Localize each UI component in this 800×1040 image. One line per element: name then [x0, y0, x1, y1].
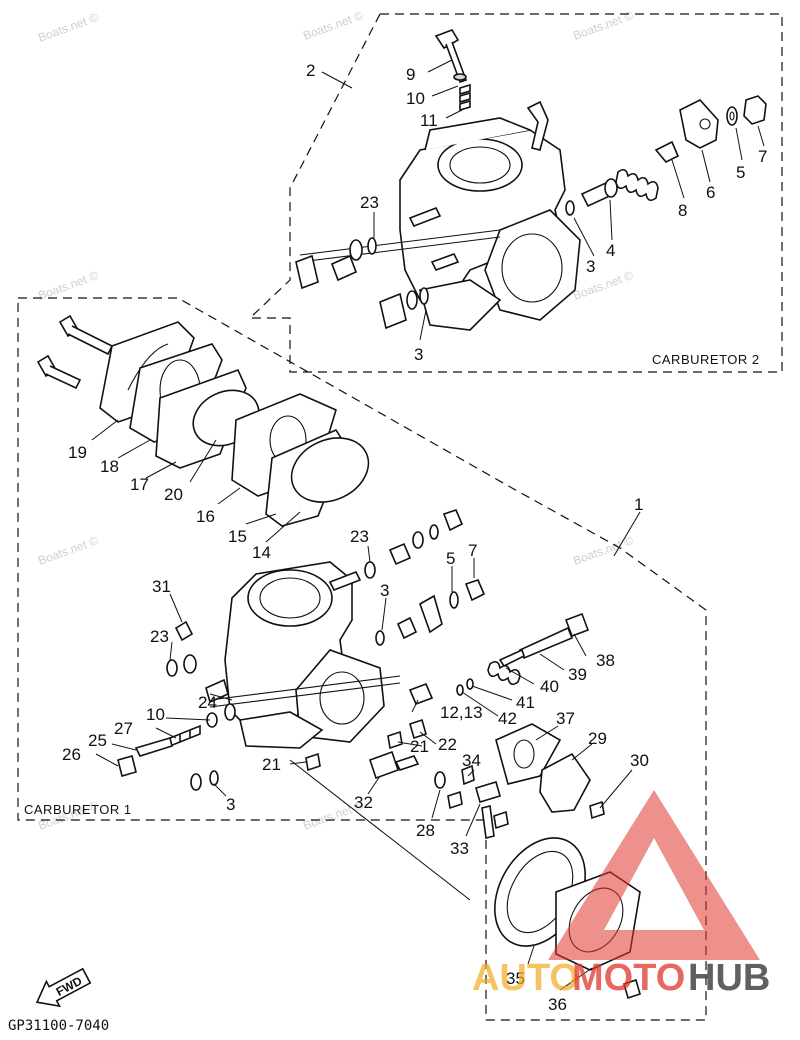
- callout-24: 24: [198, 693, 217, 712]
- carburetor-2-boundary: [248, 13, 783, 373]
- callout-42: 42: [498, 709, 517, 728]
- logo-text-auto: AUTO: [472, 957, 579, 999]
- watermark: Boats.net ©: [571, 268, 635, 303]
- callout-2: 2: [306, 61, 315, 80]
- callout-23: 23: [360, 193, 379, 212]
- callout-28: 28: [416, 821, 435, 840]
- forward-arrow-icon: FWD: [35, 967, 92, 1008]
- callout-3: 3: [586, 257, 595, 276]
- callout-4: 4: [606, 241, 615, 260]
- callout-5: 5: [736, 163, 745, 182]
- watermark: Boats.net ©: [36, 533, 100, 568]
- callout-3: 3: [414, 345, 423, 364]
- carburetor-1-boundary: [17, 297, 707, 1021]
- carburetor-1-body: [117, 509, 605, 839]
- callout-25: 25: [88, 731, 107, 750]
- callout-10: 10: [146, 705, 165, 724]
- carburetor-2-leaders: [321, 59, 765, 341]
- callout-41: 41: [516, 693, 535, 712]
- callout-30: 30: [630, 751, 649, 770]
- gasket-stack: [36, 314, 370, 527]
- callout-7: 7: [468, 541, 477, 560]
- callout-6: 6: [706, 183, 715, 202]
- callout-16: 16: [196, 507, 215, 526]
- callout-3: 3: [226, 795, 235, 814]
- callout-23: 23: [150, 627, 169, 646]
- callout-7: 7: [758, 147, 767, 166]
- callout-23: 23: [350, 527, 369, 546]
- callout-32: 32: [354, 793, 373, 812]
- callout-20: 20: [164, 485, 183, 504]
- callout-8: 8: [678, 201, 687, 220]
- watermark: Boats.net ©: [36, 10, 100, 45]
- callout-19: 19: [68, 443, 87, 462]
- logo-text-hub: HUB: [688, 957, 770, 999]
- callout-27: 27: [114, 719, 133, 738]
- automotohub-logo: AUTO MOTO HUB: [472, 790, 770, 999]
- carburetor-1-leaders: [95, 511, 641, 991]
- logo-text-moto: MOTO: [572, 957, 685, 999]
- carburetor-2-body: [295, 29, 767, 331]
- callout-38: 38: [596, 651, 615, 670]
- watermark: Boats.net ©: [301, 8, 365, 43]
- callout-37: 37: [556, 709, 575, 728]
- drawing-code: GP31100-7040: [8, 1018, 109, 1034]
- callout-34: 34: [462, 751, 481, 770]
- callout-18: 18: [100, 457, 119, 476]
- callout-12-13: 12,13: [440, 703, 483, 722]
- callout-5: 5: [446, 549, 455, 568]
- callout-31: 31: [152, 577, 171, 596]
- callout-29: 29: [588, 729, 607, 748]
- callout-21: 21: [262, 755, 281, 774]
- callout-9: 9: [406, 65, 415, 84]
- logo-triangle-mark: [548, 790, 760, 960]
- callout-39: 39: [568, 665, 587, 684]
- callout-14: 14: [252, 543, 271, 562]
- callout-21: 21: [410, 737, 429, 756]
- watermark: Boats.net ©: [571, 8, 635, 43]
- part-callouts: 1 2 3 3 3 3 4 5 5 6 7 7 8 9 10 10 11 12,…: [62, 61, 767, 1014]
- callout-17: 17: [130, 475, 149, 494]
- callout-35: 35: [506, 969, 525, 988]
- callout-33: 33: [450, 839, 469, 858]
- callout-36: 36: [548, 995, 567, 1014]
- callout-11: 11: [420, 111, 438, 130]
- callout-40: 40: [540, 677, 559, 696]
- callout-1: 1: [634, 495, 643, 514]
- carburetor-2-label: CARBURETOR 2: [652, 352, 760, 367]
- callout-10: 10: [406, 89, 425, 108]
- callout-26: 26: [62, 745, 81, 764]
- callout-22: 22: [438, 735, 457, 754]
- callout-15: 15: [228, 527, 247, 546]
- carburetor-1-label: CARBURETOR 1: [24, 802, 132, 817]
- callout-3: 3: [380, 581, 389, 600]
- gasket-leaders: [91, 419, 301, 543]
